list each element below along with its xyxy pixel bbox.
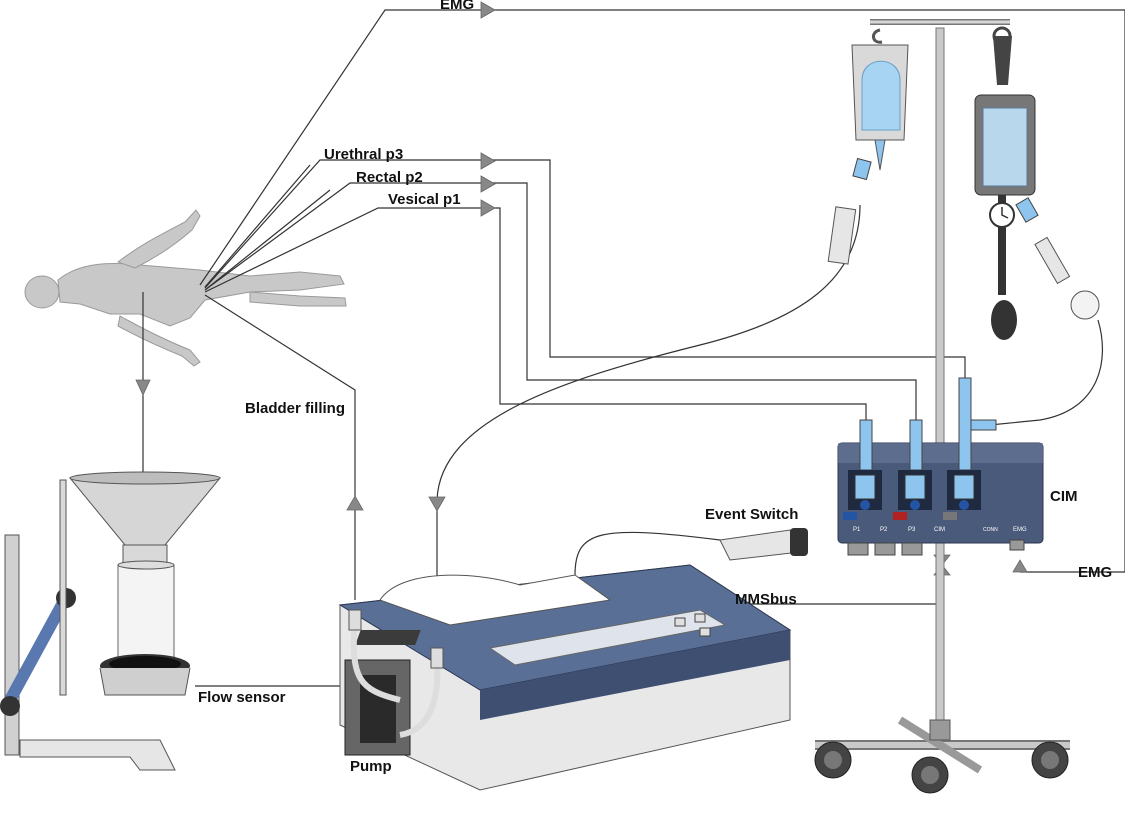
diagram-labels: EMG Urethral p3 Rectal p2 Vesical p1 Bla…	[198, 0, 1112, 775]
label-urethral-p3: Urethral p3	[324, 146, 403, 163]
cim-port-label-p2: P2	[880, 527, 888, 533]
transducer-p1	[848, 419, 882, 510]
label-bladder-filling: Bladder filling	[245, 400, 345, 417]
event-switch	[719, 528, 808, 561]
label-vesical-p1: Vesical p1	[388, 191, 461, 208]
uroflow-stand	[0, 471, 222, 771]
label-flow-sensor: Flow sensor	[198, 689, 286, 706]
signal-wires	[142, 9, 1125, 687]
infusion-bag-right	[974, 26, 1100, 340]
iv-stand	[814, 19, 1070, 794]
cim-module: P1 P2 P3 CIM CONN EMG	[837, 377, 1044, 556]
cim-port-label-conn: CONN	[983, 527, 998, 533]
pump-unit	[344, 609, 444, 756]
label-rectal-p2: Rectal p2	[356, 169, 423, 186]
cim-port-label-cim: CIM	[934, 527, 945, 533]
patient-silhouette	[24, 209, 347, 367]
urodynamics-unit	[338, 564, 792, 791]
label-emg-right: EMG	[1078, 564, 1112, 581]
cim-port-label-p3: P3	[908, 527, 916, 533]
label-mmsbus: MMSbus	[735, 591, 797, 608]
cim-port-label-p1: P1	[853, 527, 861, 533]
label-event-switch: Event Switch	[705, 506, 798, 523]
cim-port-label-emg: EMG	[1013, 527, 1027, 533]
infusion-bag-left	[827, 28, 909, 265]
transducer-p2	[898, 419, 932, 510]
transducer-p3	[947, 377, 997, 510]
label-pump: Pump	[350, 758, 392, 775]
label-emg-top: EMG	[440, 0, 474, 13]
label-cim: CIM	[1050, 488, 1078, 505]
